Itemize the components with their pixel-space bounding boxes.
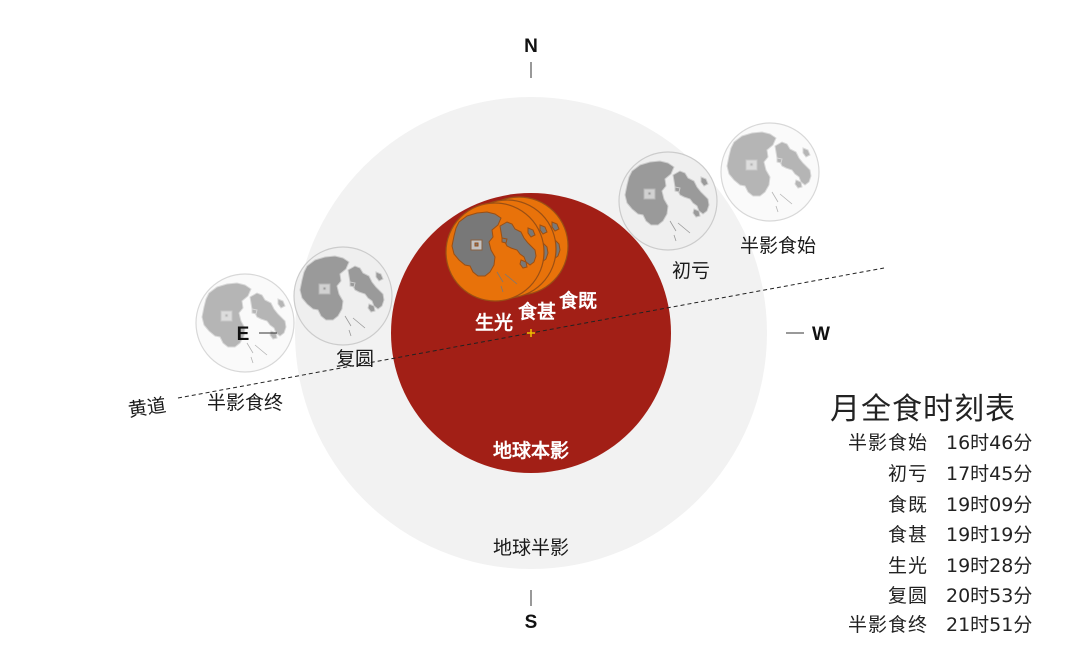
label-total-begin: 食既 (559, 289, 597, 312)
compass-south: S (525, 612, 538, 633)
moon-penumbral-begin-icon (720, 122, 820, 222)
compass-west: W (812, 324, 830, 345)
label-penumbral-begin: 半影食始 (740, 235, 816, 257)
center-marker-icon (527, 329, 535, 337)
moon-total-end-icon (445, 202, 545, 302)
label-greatest: 食甚 (518, 300, 556, 323)
compass-ticks (259, 62, 804, 606)
label-partial-end: 复圆 (336, 348, 374, 370)
compass-east: E (237, 324, 250, 345)
moon-penumbral-end-icon (195, 273, 295, 373)
label-umbra: 地球本影 (493, 439, 569, 462)
label-ecliptic: 黄道 (127, 394, 168, 421)
label-total-end: 生光 (475, 311, 513, 334)
moon-partial-end-icon (293, 246, 393, 346)
moon-partial-begin-icon (618, 151, 718, 251)
compass-north: N (524, 36, 538, 57)
label-penumbral-end: 半影食终 (207, 392, 283, 414)
label-partial-begin: 初亏 (672, 260, 710, 282)
label-penumbra: 地球半影 (493, 537, 569, 559)
